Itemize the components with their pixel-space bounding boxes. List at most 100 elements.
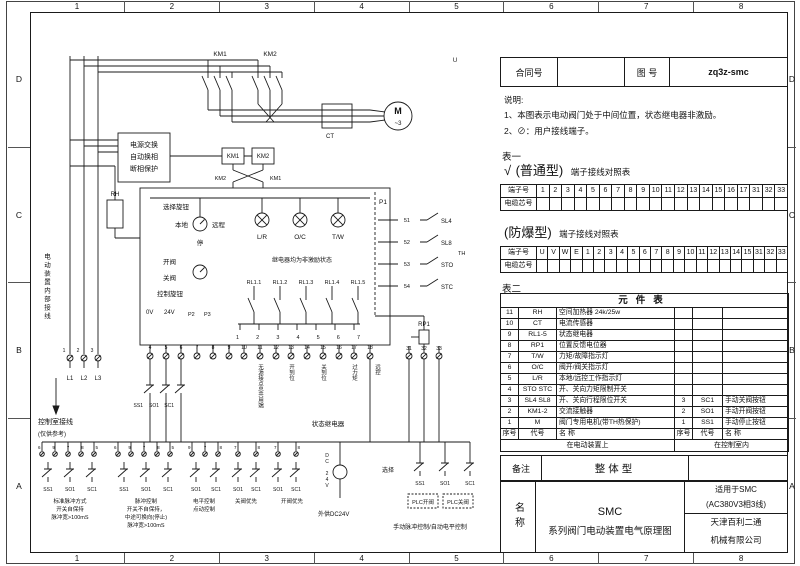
remark-table: 备注 整体型	[500, 455, 788, 481]
terminal-number: 32	[421, 346, 427, 352]
wire-cell	[561, 197, 575, 211]
zone-label: 2	[123, 1, 219, 12]
zone-label: 8	[693, 553, 788, 564]
terminal-cell: 7	[650, 246, 663, 260]
plc-sc1-label: SC1	[465, 481, 475, 487]
terminal-icon	[66, 354, 74, 362]
control-knob-icon	[192, 264, 208, 280]
terminal-icon	[435, 352, 443, 360]
pushbutton-icon	[413, 455, 425, 477]
wire-cell	[598, 197, 613, 211]
pushbutton-icon	[143, 377, 155, 399]
terminal-icon	[366, 352, 374, 360]
header-cell: 名 称	[556, 428, 675, 440]
stop-pos-label: 停	[197, 238, 204, 247]
table-cell: T/W	[518, 351, 557, 363]
notes-block: 说明: 1、本图表示电动阀门处于中间位置，状态继电器非激励。 2、⊘：用户接线端…	[504, 93, 786, 139]
relay-contact-icon	[247, 291, 255, 321]
table-cell	[721, 362, 790, 374]
motor-symbol	[383, 101, 413, 131]
table-cell	[721, 384, 790, 396]
plc-so1-label: SO1	[440, 481, 450, 487]
table-cell: 11	[500, 307, 519, 319]
wire-cell	[718, 259, 731, 273]
terminal-cell: 33	[774, 184, 788, 198]
table-cell: 手动停止按钮	[721, 417, 790, 429]
table2-label: 表二	[502, 284, 522, 295]
zone-label: D	[15, 74, 23, 85]
open-valve-label: 开阀	[163, 257, 176, 266]
table-cell	[674, 362, 693, 374]
rl4-label: RL1.4	[325, 280, 340, 286]
rp1-label: RP1	[418, 322, 430, 328]
remark-empty	[688, 455, 788, 481]
oc-lamp-label: O/C	[294, 234, 306, 241]
zone-label: A	[788, 417, 796, 554]
table-cell	[721, 329, 790, 341]
pushbutton-icon	[289, 461, 301, 483]
g1-pin-numbers: 6 9 7 8 5	[38, 445, 98, 450]
ov-label: 0V	[146, 310, 153, 316]
terminal-number: 7	[196, 345, 199, 351]
table-cell	[674, 307, 693, 319]
plc-close-label: PLC关阀	[447, 498, 469, 506]
wire-cell	[684, 259, 697, 273]
terminal-number: 3	[91, 348, 94, 354]
pin-52: 52	[404, 240, 410, 246]
close-position-label: 关到位	[320, 363, 327, 381]
reference-note: (仅供参考)	[38, 430, 66, 438]
g1-caption3: 脉冲宽>100mS	[51, 513, 88, 521]
pushbutton-icon	[63, 461, 75, 483]
tw-lamp-label: T/W	[332, 234, 345, 241]
table-cell	[692, 362, 723, 374]
relay-contact-icon	[273, 291, 281, 321]
table-cell: RL1-5	[518, 329, 557, 341]
terminal-number: 9	[228, 345, 231, 351]
table-cell: 2	[674, 406, 693, 418]
wire-row-label: 电缆芯号	[500, 197, 537, 211]
status-relay-label: 状态继电器	[312, 419, 345, 428]
terminal-cell: W	[558, 246, 572, 260]
wire-cell	[615, 259, 629, 273]
g2-caption1: 脉冲控制	[135, 497, 158, 505]
pushbutton-icon	[189, 461, 201, 483]
table-cell: KM1-2	[518, 406, 557, 418]
table-cell	[692, 373, 723, 385]
lr-lamp-label: L/R	[257, 234, 267, 241]
table-cell: SL4 SL8	[518, 395, 557, 407]
table-cell: 空间加热器 24k/25w	[556, 307, 675, 319]
table-cell: SC1	[692, 395, 723, 407]
terminal-row-label: 端子号	[500, 184, 537, 198]
terminal-cell: 6	[638, 246, 652, 260]
wire-cell	[724, 197, 738, 211]
note-item: 2、⊘：用户接线端子。	[504, 125, 594, 136]
table-row: 元件表	[499, 293, 790, 308]
wire-cell	[749, 197, 763, 211]
table-cell: O/C	[518, 362, 557, 374]
schematic-canvas: KM1 KM2 U M ~3 CT 电源交换 自动换相 断相保护 KM1 KM2…	[38, 51, 475, 531]
table-row: 合同号 图 号 zq3z-smc	[500, 57, 788, 87]
terminal-number: 10	[241, 345, 247, 351]
footer-in-room: 在控制室内	[673, 439, 790, 452]
explosion-type-name: (防爆型)	[504, 225, 552, 240]
relay-contact-icon	[351, 291, 359, 321]
drawing-number: zq3z-smc	[669, 57, 788, 87]
terminal-cell: 31	[752, 246, 766, 260]
pin-54: 54	[404, 284, 410, 290]
wire-cell	[729, 259, 743, 273]
plc-close-box	[442, 493, 474, 509]
room-wires	[41, 344, 471, 498]
zone-label: 3	[218, 553, 314, 564]
terminal-cell: 9	[636, 184, 650, 198]
motor-phase-label: ~3	[395, 121, 403, 127]
terminal-cell: U	[535, 246, 549, 260]
footer-on-actuator: 在电动装置上	[500, 439, 675, 452]
pushbutton-icon	[117, 461, 129, 483]
